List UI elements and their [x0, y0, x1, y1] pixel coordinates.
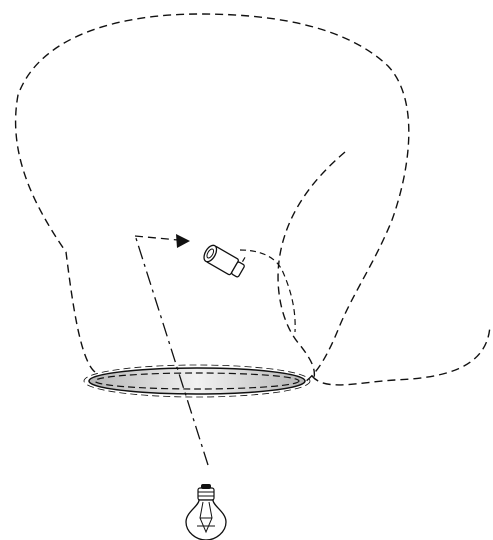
light-bulb-icon — [185, 484, 227, 540]
pointer-arrow — [134, 234, 190, 248]
small-cap-component — [203, 244, 246, 278]
mouth-ring — [83, 364, 311, 398]
inner-fold-line — [277, 151, 346, 379]
balloon-envelope-outline — [14, 13, 410, 383]
trailing-tail-line — [311, 324, 491, 386]
light-ray-line — [134, 234, 209, 466]
component-cable — [239, 249, 296, 333]
